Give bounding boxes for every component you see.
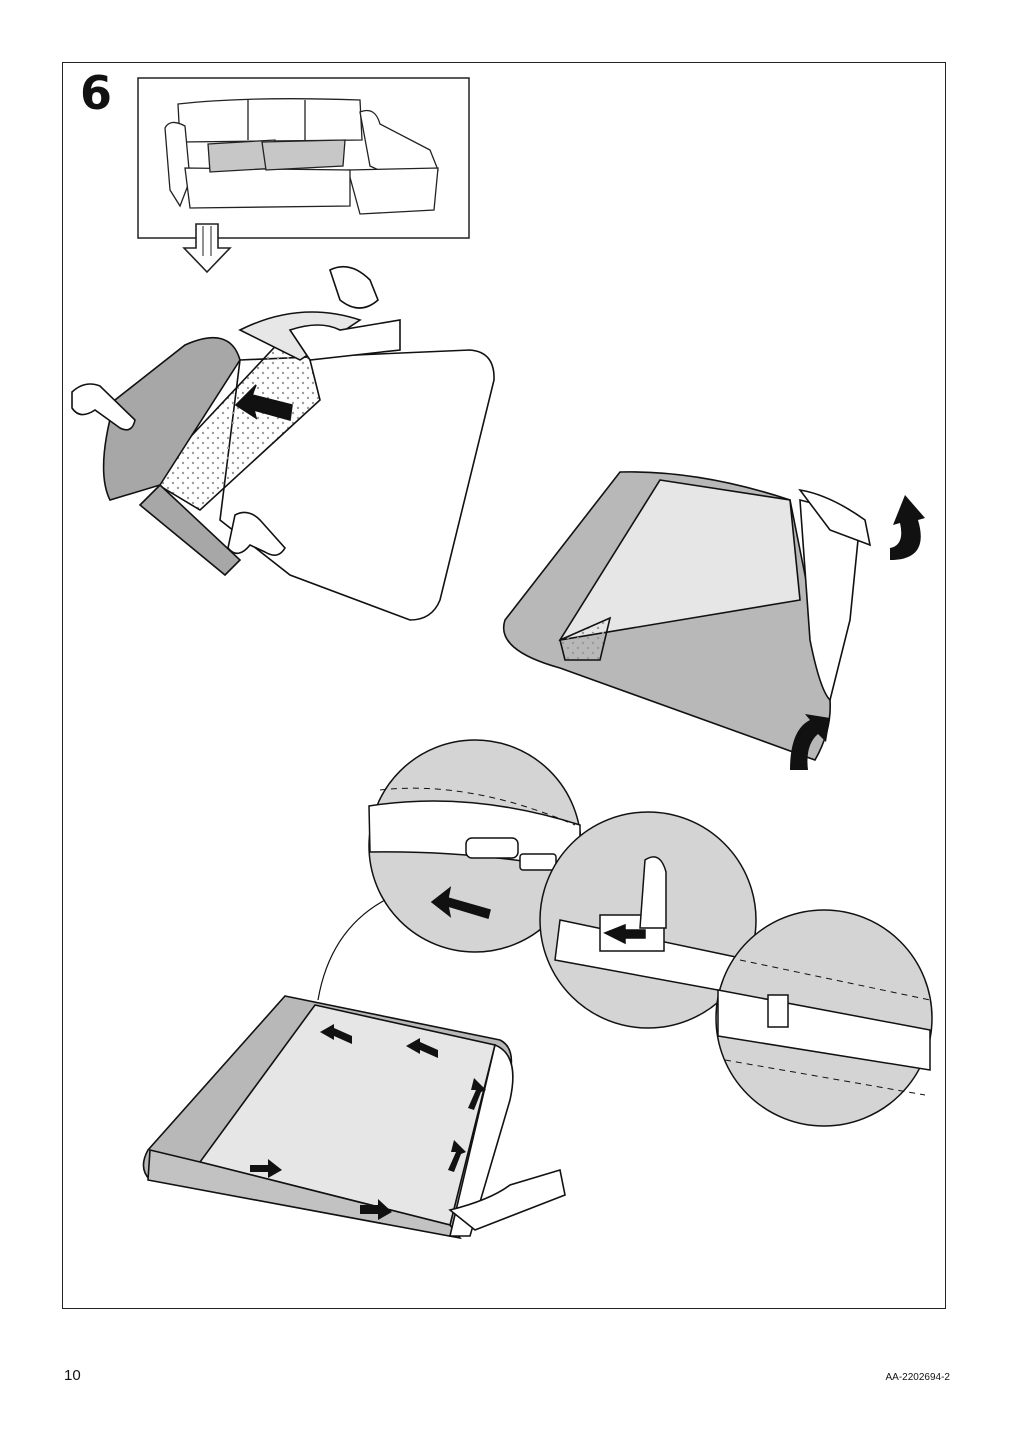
cushion-zipping — [142, 995, 566, 1240]
hands-top — [288, 265, 401, 361]
direction-arrow-icon — [430, 886, 491, 919]
direction-arrow-icon — [603, 923, 646, 945]
sofa-inset — [137, 77, 470, 239]
down-arrow-icon — [182, 223, 232, 274]
zipper-icon — [465, 837, 557, 871]
document-code: AA-2202694-2 — [885, 1372, 951, 1383]
page-number: 10 — [64, 1367, 81, 1384]
cushion-removing-cover — [102, 311, 495, 621]
zoom-circle-3 — [715, 909, 933, 1127]
zoom-circle-1 — [368, 739, 582, 953]
sofa-illustration — [164, 98, 439, 215]
instruction-frame — [62, 62, 946, 1309]
pointing-hand-icon — [71, 383, 286, 556]
zoom-callout-line — [317, 899, 386, 1001]
zipper-icon — [767, 994, 789, 1028]
step-number: 6 — [80, 66, 113, 120]
zoom-circle-2 — [539, 811, 757, 1029]
direction-arrow-icon — [250, 1024, 486, 1220]
rotate-arrow-icon — [790, 495, 925, 770]
